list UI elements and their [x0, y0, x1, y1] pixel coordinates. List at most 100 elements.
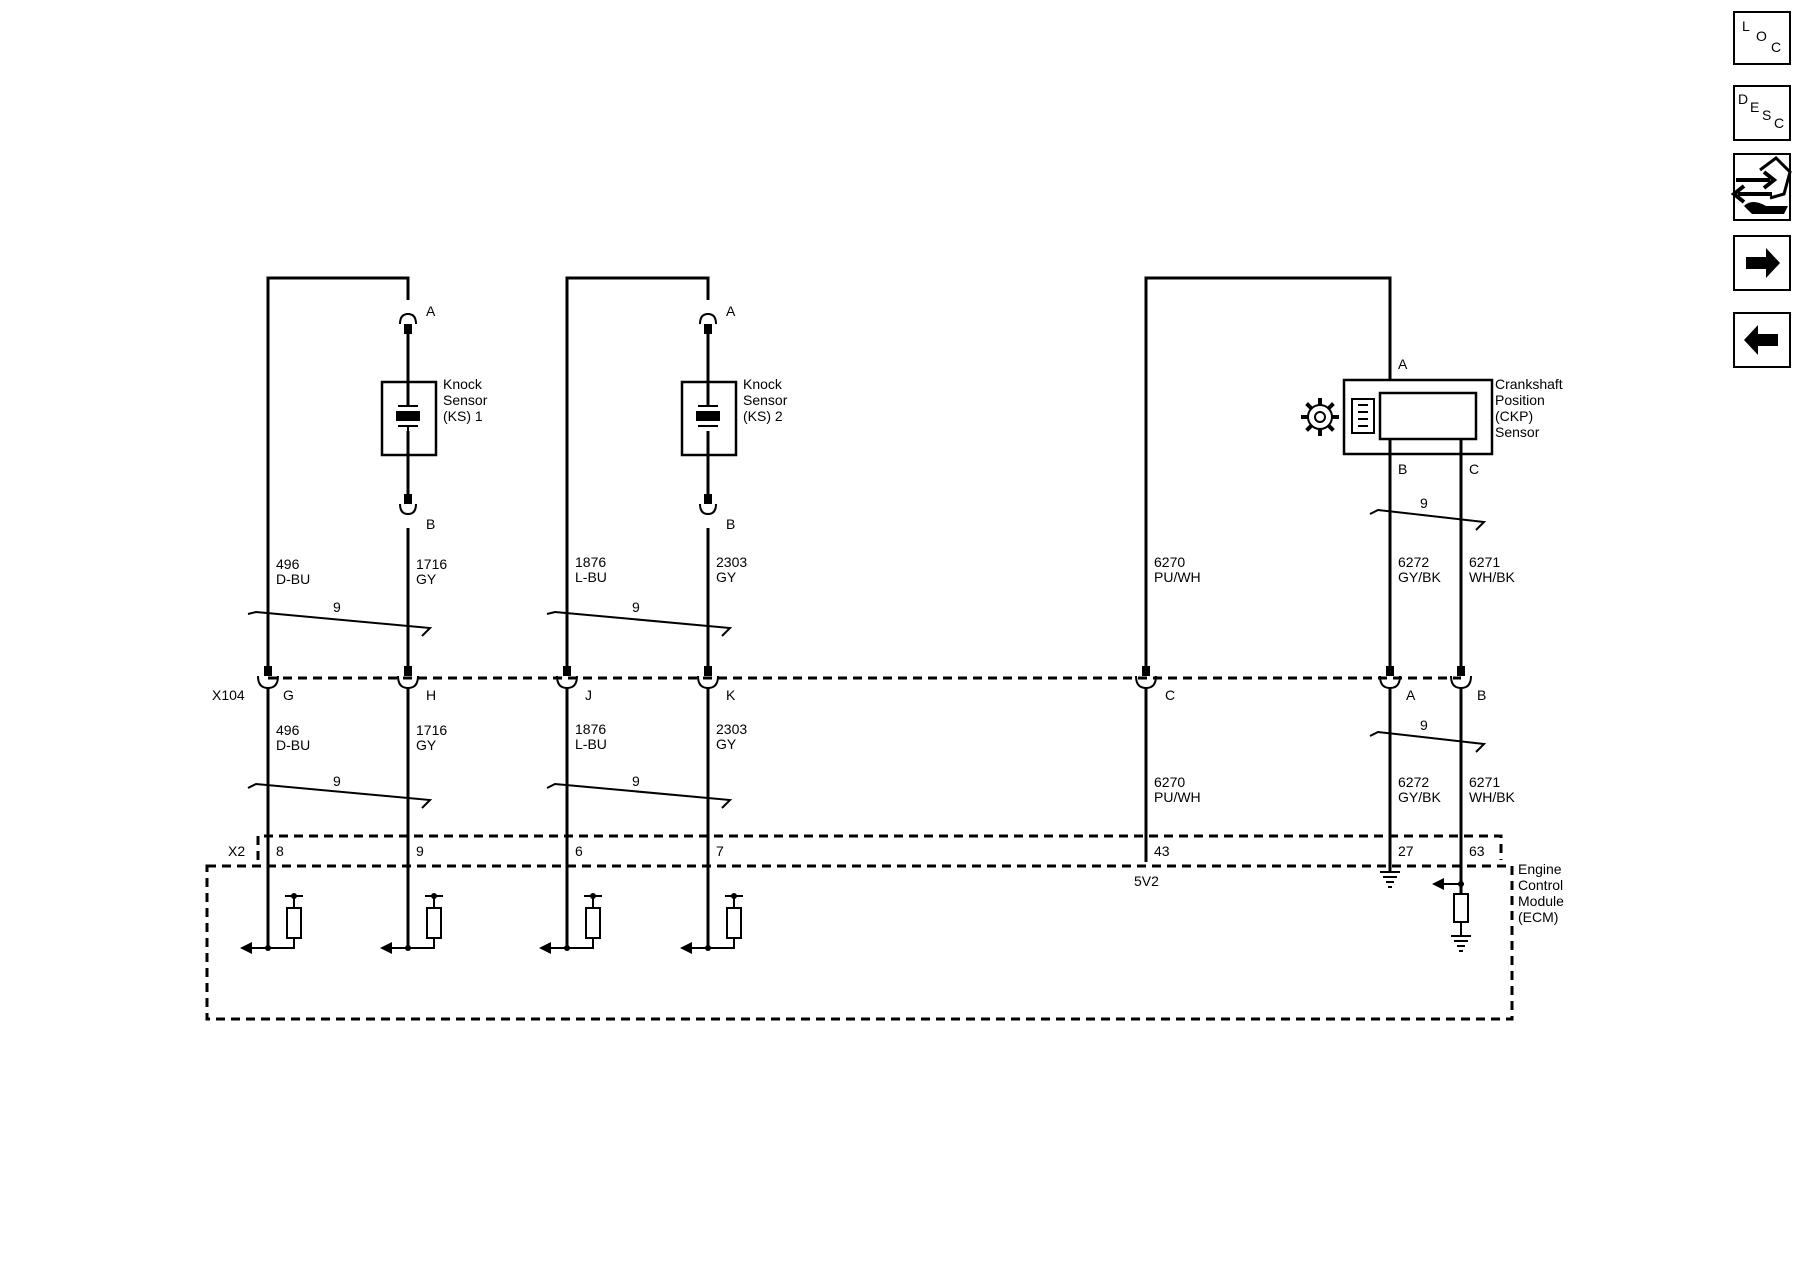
desc-letter-d: D	[1738, 91, 1748, 107]
ks1-ecm-return-pin: 8	[276, 843, 284, 859]
ks1-signal-upper-color: GY	[416, 571, 437, 587]
ecm-name-line-1: Engine	[1518, 861, 1562, 877]
ckp-sig-upper-color: WH/BK	[1469, 569, 1516, 585]
ecm-name-line-4: (ECM)	[1518, 909, 1558, 925]
ckp-ecm-signal-circuit	[1432, 878, 1471, 952]
ks2-ecm-signal-pin: 7	[716, 843, 724, 859]
ckp-x104-low-pin: A	[1406, 687, 1416, 703]
ks1-ecm-return-circuit	[240, 893, 303, 954]
x2-connector-outline	[256, 834, 1503, 860]
ckp-twisted-pair-upper	[1369, 508, 1487, 531]
ks2-twist-lower-label: 9	[632, 773, 640, 789]
ks1-twist-upper-label: 9	[333, 599, 341, 615]
ckp-x104-ref-pin: C	[1165, 687, 1175, 703]
ks2-name-line-2: Sensor	[743, 392, 788, 408]
loc-letter-l: L	[1742, 18, 1750, 34]
ks1-pin-b-label: B	[426, 516, 435, 532]
ks2-x104-signal-pin: K	[726, 687, 736, 703]
ks2-pin-b-label: B	[726, 516, 735, 532]
ks2-signal-lower-circuit: 2303	[716, 721, 747, 737]
next-page-arrow-icon	[1746, 248, 1780, 278]
ckp-name-line-3: (CKP)	[1495, 408, 1533, 424]
ckp-ref-supply-label: 5V2	[1134, 873, 1159, 889]
ks1-pin-b-connector-icon	[399, 503, 417, 516]
desc-letter-c: C	[1774, 115, 1784, 131]
ckp-reference-wire	[1144, 276, 1392, 668]
ks1-signal-lower-color: GY	[416, 737, 437, 753]
ckp-sig-lower-color: WH/BK	[1469, 789, 1516, 805]
ecm-name-line-2: Control	[1518, 877, 1563, 893]
ks2-name-line-3: (KS) 2	[743, 408, 783, 424]
ckp-pin-a-label: A	[1398, 356, 1408, 372]
ks1-return-lower-circuit: 496	[276, 722, 300, 738]
ckp-ecm-sig-pin: 63	[1469, 843, 1485, 859]
ks2-return-upper-color: L-BU	[575, 569, 607, 585]
ckp-pickup-coil-icon	[1351, 398, 1375, 434]
ks2-twisted-pair-upper	[546, 610, 733, 637]
ckp-pin-c-label: C	[1469, 461, 1479, 477]
ks1-name-line-3: (KS) 1	[443, 408, 483, 424]
ks1-name-line-1: Knock	[443, 376, 483, 392]
ecm-name-line-3: Module	[1518, 893, 1564, 909]
location-button[interactable]: L O C	[1733, 11, 1791, 65]
ckp-sensor-inner-box	[1378, 391, 1478, 441]
ckp-ref-lower-color: PU/WH	[1154, 789, 1201, 805]
connector-end-view-icon[interactable]	[1730, 153, 1792, 221]
ks1-signal-lower-circuit: 1716	[416, 722, 447, 738]
previous-page-arrow-icon	[1744, 325, 1778, 355]
ckp-low-upper-circuit: 6272	[1398, 554, 1429, 570]
ks1-signal-upper-circuit: 1716	[416, 556, 447, 572]
ks2-signal-lower-color: GY	[716, 736, 737, 752]
ks2-ecm-signal-circuit	[680, 893, 743, 954]
ks2-pin-a-connector-icon	[699, 312, 717, 325]
ckp-ref-lower-circuit: 6270	[1154, 774, 1185, 790]
ckp-low-lower-color: GY/BK	[1398, 789, 1441, 805]
knock-sensor-1-circuit: A Knock Sensor (KS) 1 B 496 D-BU 1716 GY…	[240, 276, 488, 954]
desc-letter-e: E	[1750, 99, 1759, 115]
piezo-element-icon	[396, 411, 420, 421]
ks2-return-lower-circuit: 1876	[575, 721, 606, 737]
ks2-ecm-return-circuit	[539, 893, 602, 954]
ckp-pin-b-label: B	[1398, 461, 1407, 477]
ckp-name-line-1: Crankshaft	[1495, 376, 1563, 392]
ks2-return-wire	[565, 276, 710, 668]
ckp-ecm-ref-pin: 43	[1154, 843, 1170, 859]
ks2-return-upper-circuit: 1876	[575, 554, 606, 570]
ks1-return-upper-color: D-BU	[276, 571, 310, 587]
ks1-return-upper-circuit: 496	[276, 556, 300, 572]
ecm-low-ground-icon	[1380, 871, 1400, 888]
ks2-twisted-pair-lower	[546, 782, 733, 809]
knock-sensor-2-circuit: A Knock Sensor (KS) 2 B 1876 L-BU 2303 G…	[539, 276, 788, 954]
ks2-twist-upper-label: 9	[632, 599, 640, 615]
description-button[interactable]: D E S C	[1733, 85, 1791, 141]
ckp-sensor-circuit: A Crankshaft Position (	[1134, 276, 1563, 952]
ckp-twist-upper-label: 9	[1420, 495, 1428, 511]
ks1-return-lower-color: D-BU	[276, 737, 310, 753]
piezo-element-icon	[696, 411, 720, 421]
loc-letter-c: C	[1771, 39, 1781, 55]
ks1-x104-signal-pin: H	[426, 687, 436, 703]
previous-page-button[interactable]	[1733, 312, 1791, 368]
ks1-name-line-2: Sensor	[443, 392, 488, 408]
ckp-ref-upper-color: PU/WH	[1154, 569, 1201, 585]
ks1-ecm-signal-pin: 9	[416, 843, 424, 859]
loc-letter-o: O	[1756, 28, 1767, 44]
ks2-signal-upper-color: GY	[716, 569, 737, 585]
ks1-pin-a-label: A	[426, 303, 436, 319]
ks2-name-line-1: Knock	[743, 376, 783, 392]
next-page-button[interactable]	[1733, 235, 1791, 291]
ckp-ref-upper-circuit: 6270	[1154, 554, 1185, 570]
reluctor-gear-icon	[1301, 398, 1339, 436]
x104-connector-label: X104	[212, 687, 245, 703]
ckp-x104-sig-pin: B	[1477, 687, 1486, 703]
x2-connector-label: X2	[228, 843, 245, 859]
ckp-sig-upper-circuit: 6271	[1469, 554, 1500, 570]
ks1-pin-a-connector-icon	[399, 312, 417, 325]
ks2-pin-a-label: A	[726, 303, 736, 319]
ks1-return-wire	[266, 276, 410, 668]
ks2-pin-b-connector-icon	[699, 503, 717, 516]
ckp-name-line-4: Sensor	[1495, 424, 1540, 440]
ks1-twisted-pair-upper	[247, 610, 433, 637]
ckp-twisted-pair-lower	[1369, 730, 1487, 753]
